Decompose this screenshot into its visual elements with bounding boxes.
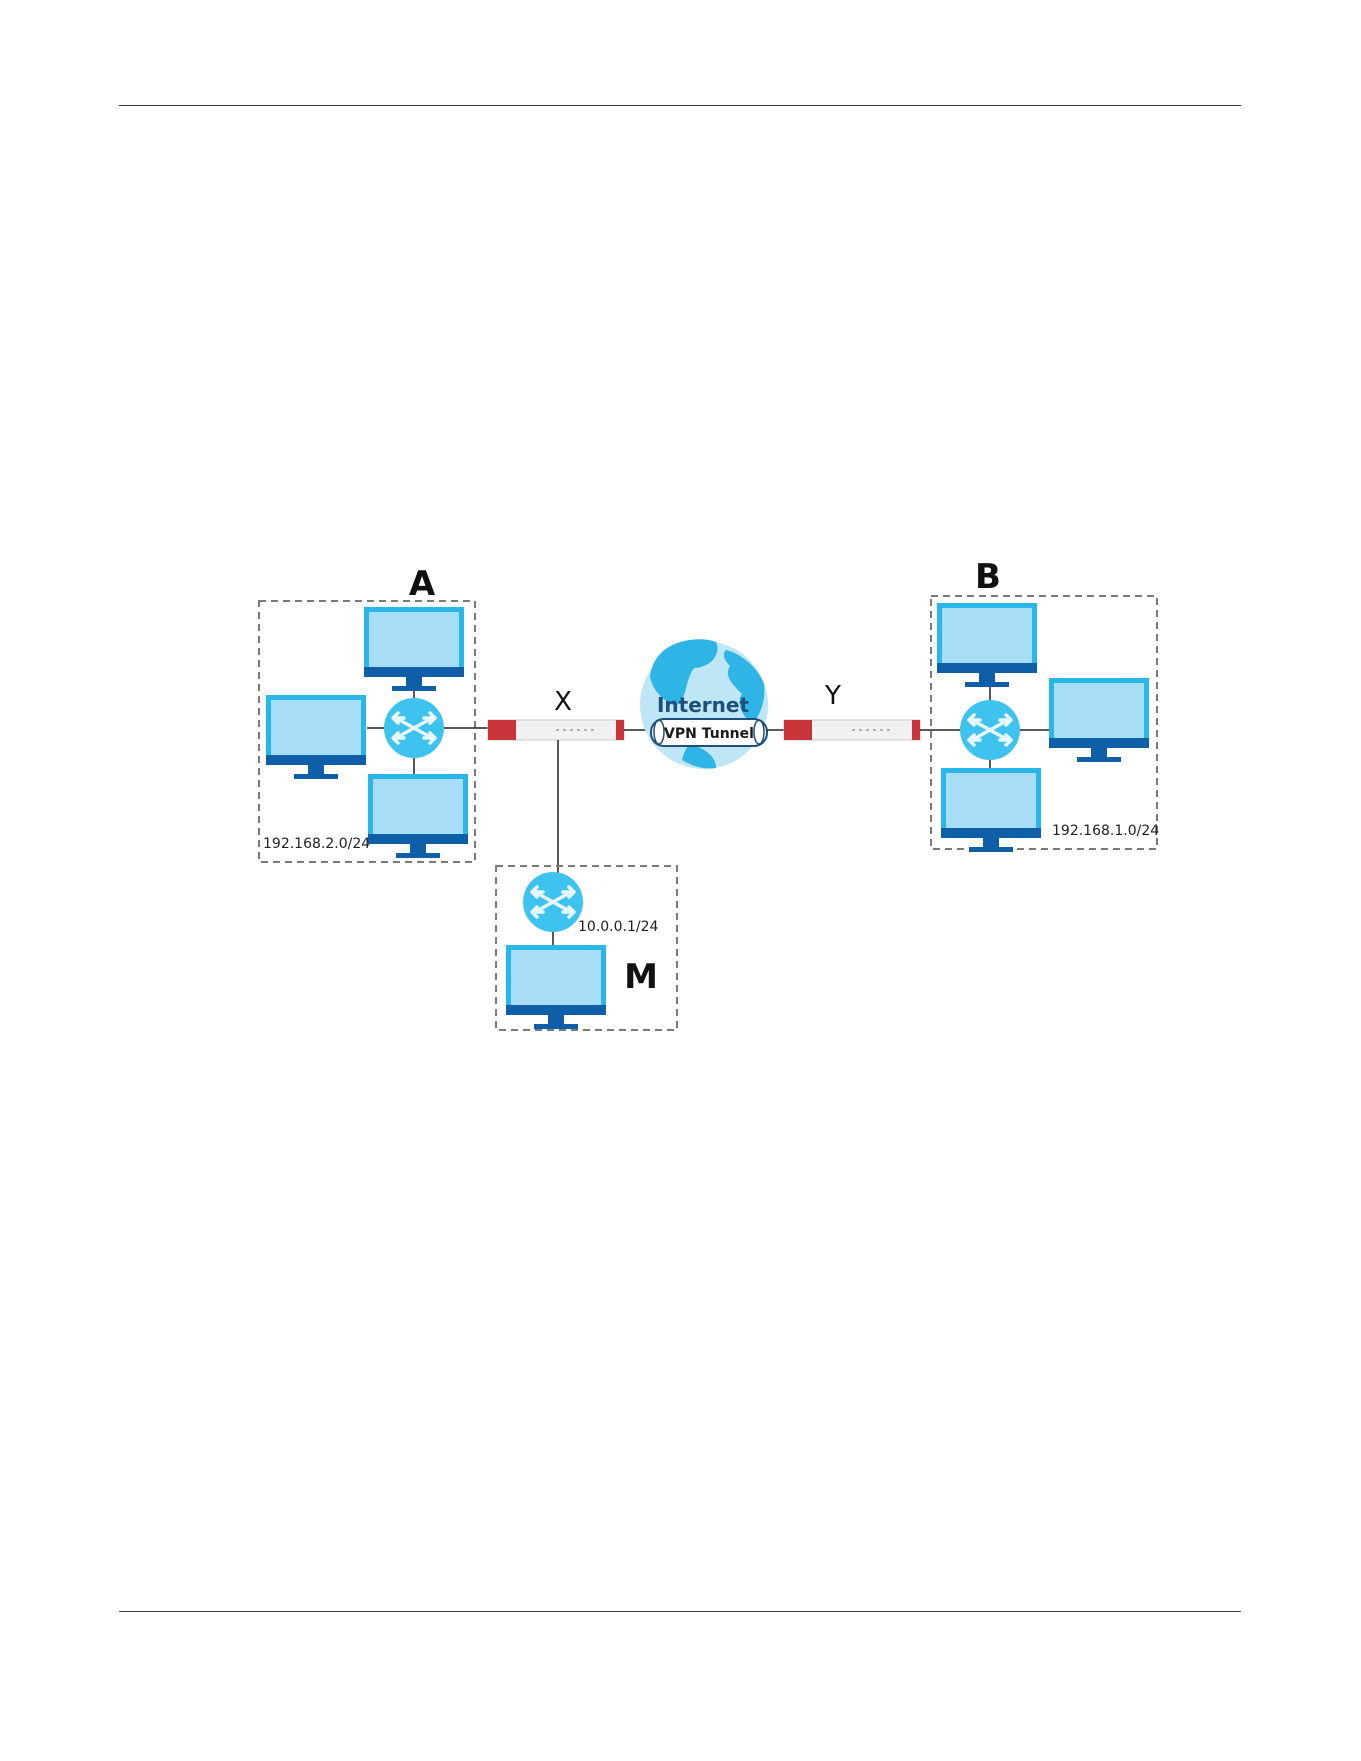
site-a-label: A bbox=[409, 564, 436, 604]
switch-icon bbox=[384, 698, 444, 758]
site-b-subnet: 192.168.1.0/24 bbox=[1052, 823, 1159, 839]
internet-label: Internet bbox=[657, 693, 749, 717]
vpn-tunnel-label: VPN Tunnel bbox=[664, 726, 754, 742]
site-b-label: B bbox=[975, 557, 1001, 597]
site-m: 10.0.0.1/24 M bbox=[496, 866, 677, 1030]
monitor-icon bbox=[364, 607, 464, 691]
vpn-tunnel: VPN Tunnel bbox=[651, 719, 767, 746]
gateway-x: X bbox=[488, 687, 624, 740]
gateway-x-label: X bbox=[554, 687, 572, 717]
firewall-icon bbox=[784, 720, 920, 740]
gateway-y-label: Y bbox=[824, 681, 841, 711]
monitor-icon bbox=[1049, 678, 1149, 762]
monitor-icon bbox=[941, 768, 1041, 852]
gateway-y: Y bbox=[784, 681, 920, 740]
site-a-subnet: 192.168.2.0/24 bbox=[263, 836, 370, 852]
switch-icon bbox=[960, 700, 1020, 760]
site-b: B 192.168.1.0/24 bbox=[931, 557, 1159, 852]
monitor-icon bbox=[368, 774, 468, 858]
site-m-label: M bbox=[624, 957, 658, 997]
monitor-icon bbox=[937, 603, 1037, 687]
monitor-icon bbox=[506, 945, 606, 1029]
monitor-icon bbox=[266, 695, 366, 779]
switch-icon bbox=[523, 872, 583, 932]
site-m-subnet: 10.0.0.1/24 bbox=[578, 919, 659, 935]
site-a: A 192.168.2.0/24 bbox=[259, 564, 475, 862]
firewall-icon bbox=[488, 720, 624, 740]
internet-cloud: Internet VPN Tunnel bbox=[640, 639, 768, 769]
